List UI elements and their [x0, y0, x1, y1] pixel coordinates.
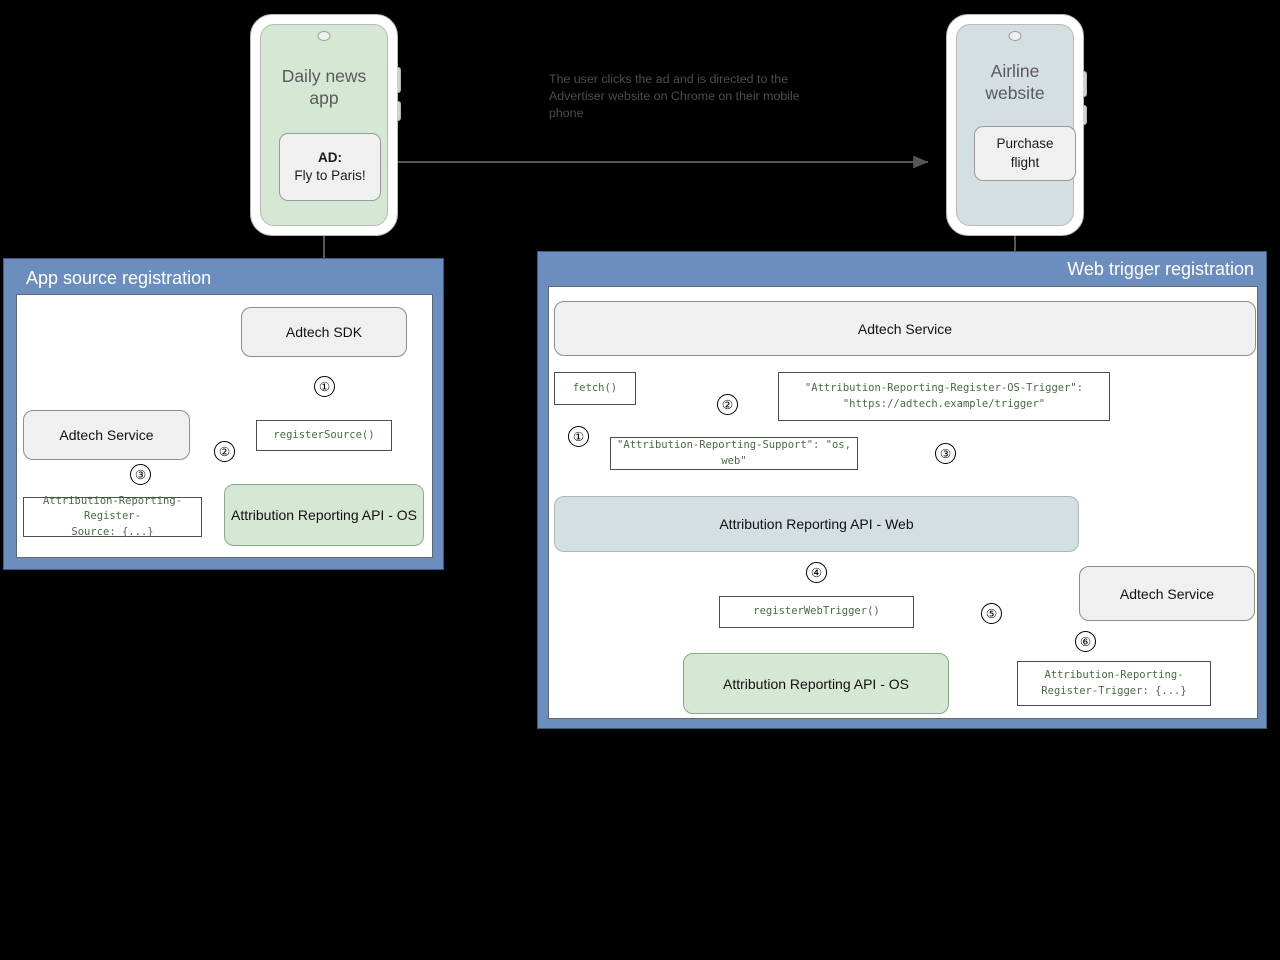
phone-daily-news: Daily news app AD: Fly to Paris! [250, 14, 401, 236]
phone-title-airline: Airline website [957, 60, 1073, 105]
codebox-register-source: registerSource() [256, 420, 392, 451]
phone-title-daily-news: Daily news app [261, 65, 387, 110]
step-marker-r2: ② [717, 394, 738, 415]
phone-screen-daily-news: Daily news app AD: Fly to Paris! [260, 24, 388, 226]
codebox-register-source-header: Attribution-Reporting-Register- Source: … [23, 495, 202, 538]
node-adtech-service-bottom-right[interactable]: Adtech Service [1079, 566, 1255, 621]
step-marker-r5: ⑤ [981, 603, 1002, 624]
os-trigger-line2: "https://adtech.example/trigger" [842, 397, 1046, 410]
step-marker-l3: ③ [130, 464, 151, 485]
node-api-os-right[interactable]: Attribution Reporting API - OS [683, 653, 949, 714]
node-api-os-left[interactable]: Attribution Reporting API - OS [224, 484, 424, 546]
ad-card-label: AD: [318, 149, 342, 165]
node-api-web[interactable]: Attribution Reporting API - Web [554, 496, 1079, 552]
step-marker-r6: ⑥ [1075, 631, 1096, 652]
ad-card-fly-to-paris[interactable]: AD: Fly to Paris! [279, 133, 381, 201]
os-trigger-line1: "Attribution-Reporting-Register-OS-Trigg… [804, 382, 1084, 395]
register-trigger-line1: Attribution-Reporting- [1044, 669, 1184, 682]
phone-screen-airline: Airline website Purchase flight [956, 24, 1076, 226]
step-marker-r1: ① [568, 426, 589, 447]
phone-side-button-upper [397, 67, 401, 93]
camera-notch-icon-right [1008, 31, 1022, 41]
purchase-flight-line2: flight [1010, 154, 1040, 170]
step-marker-l1: ① [314, 376, 335, 397]
node-adtech-service-left[interactable]: Adtech Service [23, 410, 190, 460]
purchase-flight-line1: Purchase [996, 136, 1054, 152]
codebox-register-trigger-header: Attribution-Reporting- Register-Trigger:… [1017, 661, 1211, 706]
codebox-register-web-trigger: registerWebTrigger() [719, 596, 914, 628]
step-marker-r4: ④ [806, 562, 827, 583]
codebox-support-header: "Attribution-Reporting-Support": "os, we… [610, 437, 858, 470]
caption-user-clicks-ad: The user clicks the ad and is directed t… [549, 72, 800, 120]
purchase-flight-card[interactable]: Purchase flight [974, 126, 1076, 181]
phone-airline-website: Airline website Purchase flight [946, 14, 1087, 236]
codebox-os-trigger-header: "Attribution-Reporting-Register-OS-Trigg… [778, 372, 1110, 421]
ad-card-text: Fly to Paris! [294, 168, 366, 183]
phone-title-line1: Daily news [281, 66, 367, 86]
node-adtech-service-top-right[interactable]: Adtech Service [554, 301, 1256, 356]
phone-title-line2: app [309, 88, 339, 109]
phone-title-airline-line2: website [985, 83, 1045, 104]
camera-notch-icon [317, 31, 331, 41]
phone-side-button-lower [397, 101, 401, 121]
register-source-header-line1: Attribution-Reporting-Register- [42, 495, 183, 523]
register-trigger-line2: Register-Trigger: {...} [1041, 684, 1187, 697]
codebox-fetch: fetch() [554, 372, 636, 405]
panel-title-web-trigger: Web trigger registration [1067, 259, 1254, 279]
phone-side-button-upper-right [1083, 71, 1087, 97]
register-source-header-line2: Source: {...} [71, 525, 154, 538]
step-marker-r3: ③ [935, 443, 956, 464]
phone-side-button-lower-right [1083, 105, 1087, 125]
phone-title-airline-line1: Airline [990, 61, 1040, 81]
node-adtech-sdk[interactable]: Adtech SDK [241, 307, 407, 357]
panel-title-app-source: App source registration [26, 268, 212, 288]
step-marker-l2: ② [214, 441, 235, 462]
